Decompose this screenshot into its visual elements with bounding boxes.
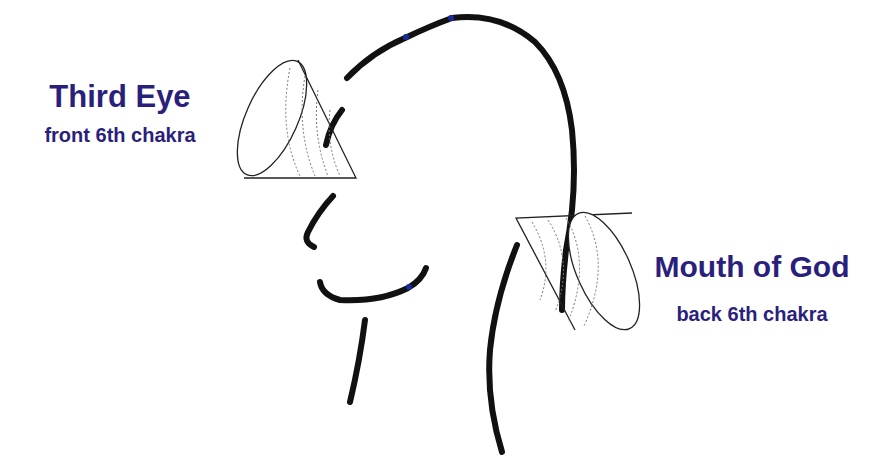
forehead-line [326, 110, 342, 145]
nose-line [306, 196, 333, 247]
chakra-title: Mouth of God [655, 250, 850, 283]
chakra-subtitle: front 6th chakra [44, 124, 195, 146]
chakra-subtitle: back 6th chakra [676, 303, 827, 325]
jaw-line [320, 268, 426, 300]
back-neck-line [489, 245, 517, 452]
front-cone [223, 51, 356, 185]
chakra-title: Third Eye [49, 80, 190, 114]
front-neck-line [350, 320, 365, 402]
back-cone [516, 202, 654, 339]
skull-outline [347, 17, 574, 310]
